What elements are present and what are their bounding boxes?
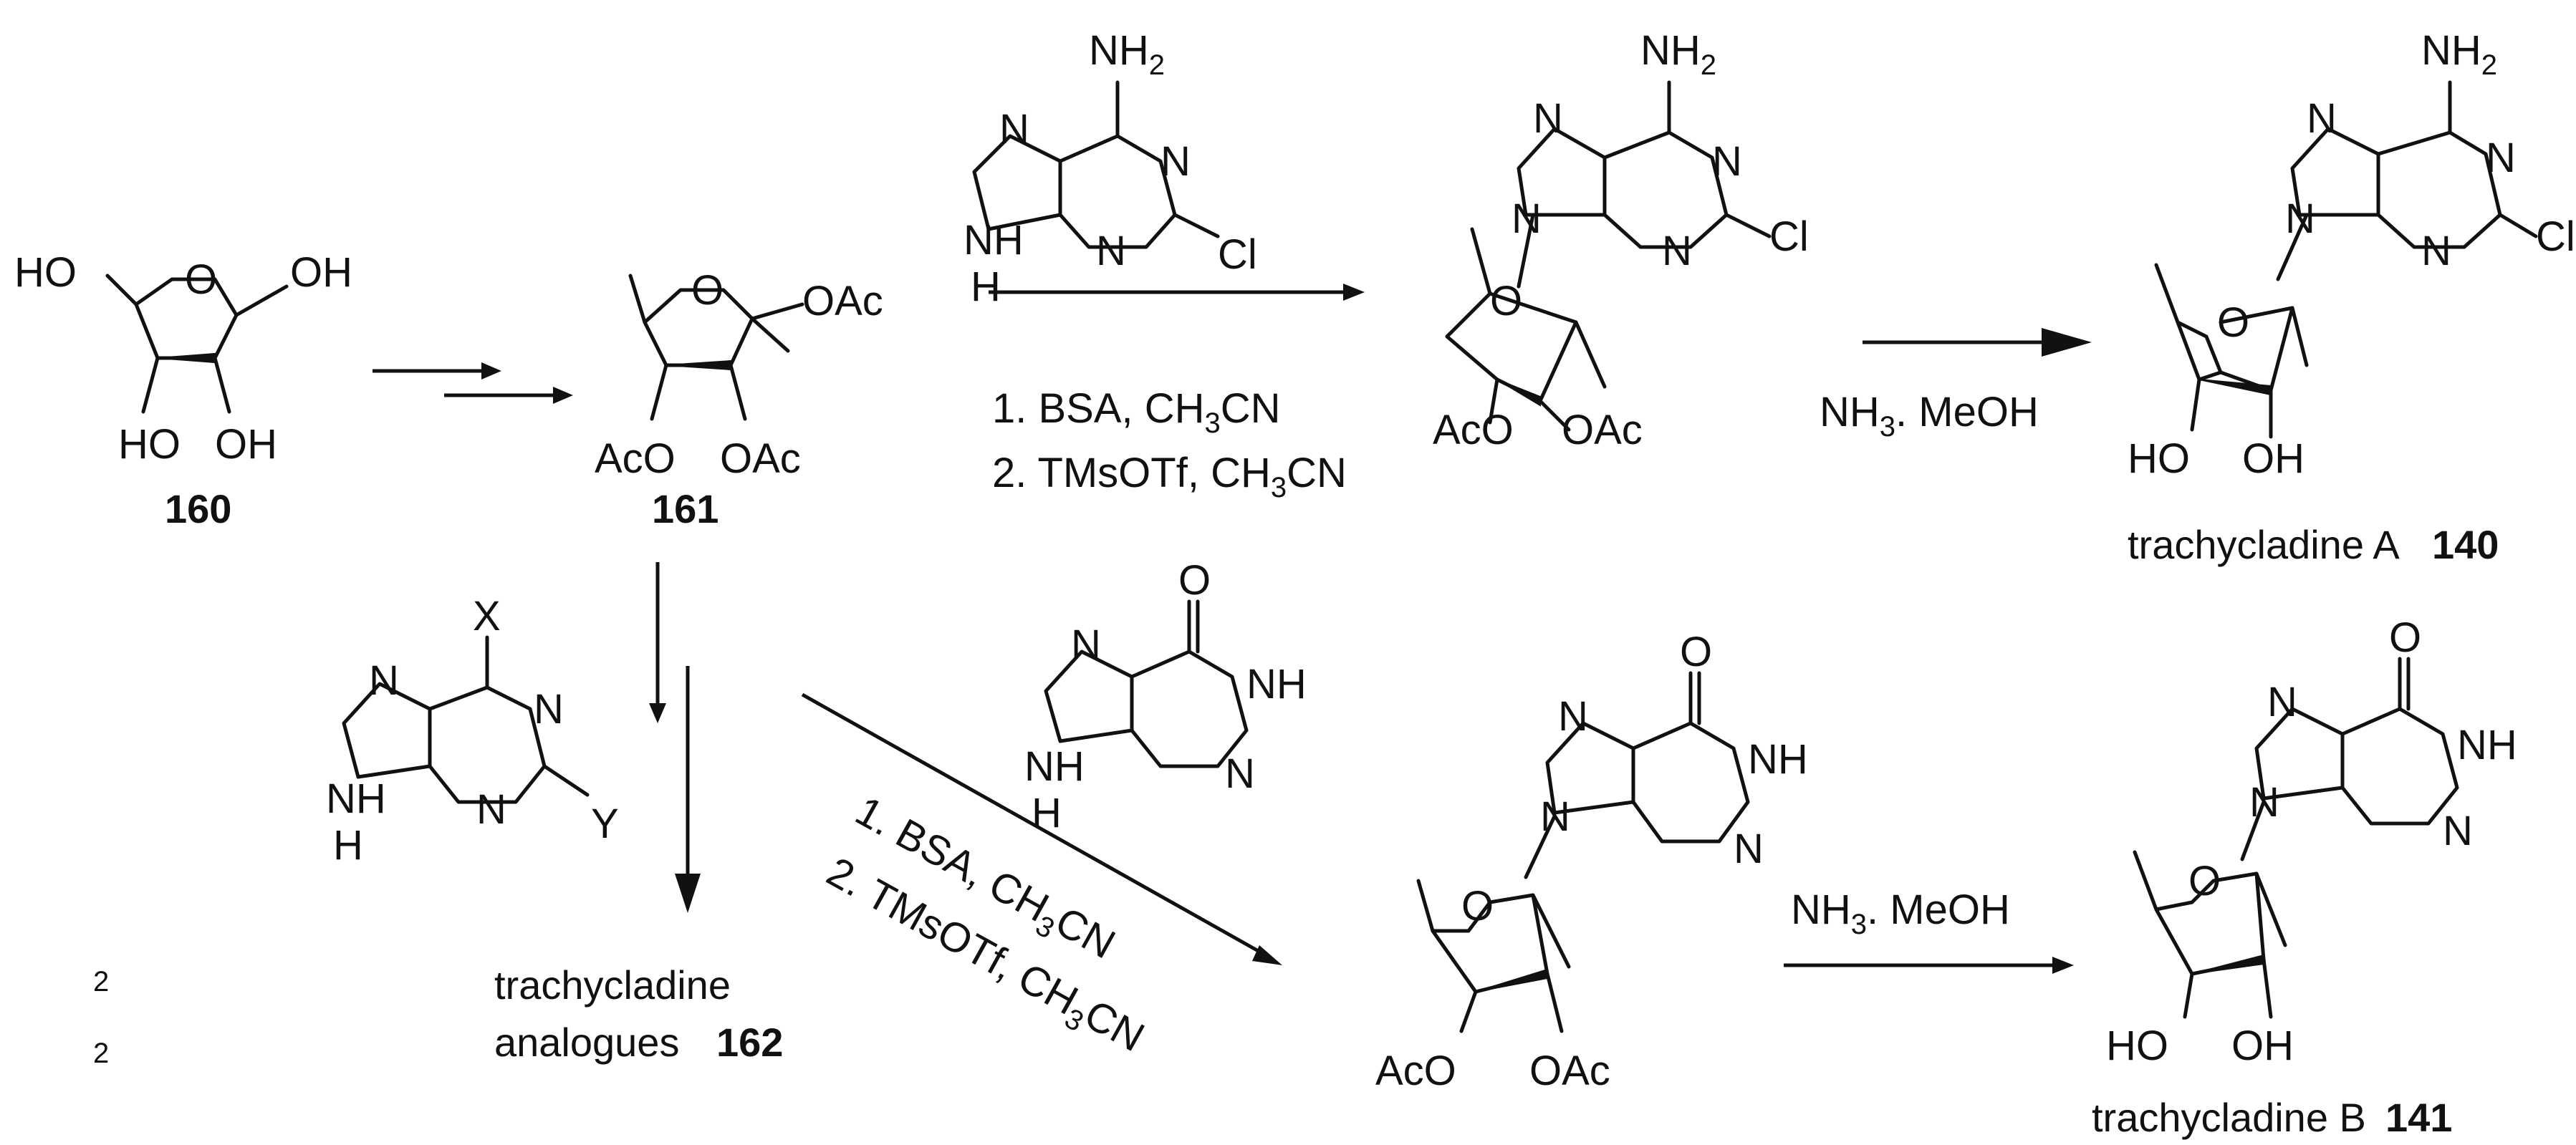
n-label: N (2421, 228, 2451, 274)
n-label: N (369, 657, 399, 704)
bottom-intermediate: O N NH N N O AcO OAc (1375, 629, 1808, 1094)
amine-label: NH2 (2421, 27, 2497, 81)
condition-step-2: 2. TMsOTf, CH3CN (992, 450, 1347, 503)
aco-label: AcO (1433, 407, 1514, 453)
x-substituents: 2 (93, 966, 109, 997)
n-label: N (1071, 622, 1101, 668)
amine-label: NH2 (1089, 27, 1165, 81)
n-label: N (2307, 95, 2337, 142)
aco-label-3: AcO (595, 435, 676, 482)
oh-label: OH (2231, 1023, 2294, 1069)
n-label: N (2249, 779, 2279, 826)
n-label: N (1096, 228, 1126, 274)
carbonyl-oxygen-label: O (1680, 629, 1712, 675)
ring-oxygen-label: O (1461, 883, 1494, 929)
compound-name-141: trachycladine B (2092, 1095, 2366, 1140)
compound-160: HO O OH HO OH 160 (14, 249, 352, 531)
arrow-160-to-161 (373, 362, 573, 404)
compound-name-140: trachycladine A (2128, 522, 2400, 567)
ring-oxygen-label: O (691, 267, 724, 314)
top-conditions: 1. BSA, CH3CN 2. TMsOTf, CH3CN (992, 385, 1347, 503)
compound-140: NH2 N N N N Cl O HO OH trachycladine A 1… (2128, 27, 2575, 567)
nh-label: NH (1748, 736, 1808, 783)
oh-label-1: OH (290, 249, 352, 296)
top-intermediate: NH2 N N N N Cl O AcO OAc (1433, 27, 1809, 453)
oac-label: OAc (1562, 407, 1643, 453)
compound-161: O OAc AcO OAc 161 (595, 267, 883, 531)
compound-number-162: 162 (716, 1020, 783, 1065)
compound-number-140: 140 (2432, 522, 2499, 567)
oac-label: OAc (1529, 1048, 1610, 1094)
ho-label-5: HO (14, 249, 77, 296)
n-label: N (1160, 138, 1191, 185)
nh-label: NH (326, 776, 386, 822)
n-label: N (999, 106, 1029, 153)
y-label: Y (591, 801, 619, 847)
cl-label: Cl (1218, 231, 1257, 278)
n-label: N (2486, 135, 2516, 181)
aco-label: AcO (1375, 1048, 1456, 1094)
top-base-2-chloroadenine: NH2 N N N NH H Cl (963, 27, 1257, 310)
h-label: H (1032, 790, 1062, 836)
arrow-161-to-nucleoside (989, 284, 1365, 301)
nh-label: NH (1024, 743, 1085, 790)
n-label: N (1712, 138, 1742, 185)
n-label: N (1540, 793, 1570, 840)
nh-label: NH (2457, 722, 2517, 768)
ho-label: HO (2128, 435, 2190, 482)
carbonyl-oxygen-label: O (2389, 614, 2421, 661)
oh-label-2: OH (215, 421, 277, 468)
n-label: N (2267, 679, 2297, 725)
n-label: N (1512, 195, 1542, 242)
analogues-line-2: analogues (494, 1020, 679, 1065)
arrow-deprotection-top: NH3. MeOH (1820, 328, 2092, 443)
analogues-line-1: trachycladine (494, 962, 731, 1008)
condition-step-1: 1. BSA, CH3CN (992, 385, 1281, 439)
arrow-161-to-162 (649, 562, 701, 913)
n-label: N (1558, 693, 1588, 740)
ring-oxygen-label: O (2217, 299, 2249, 346)
oac-label-1: OAc (802, 278, 883, 324)
n-label: N (1225, 750, 1255, 797)
cl-label: Cl (2536, 213, 2575, 260)
h-label: H (971, 264, 1001, 310)
oh-label: OH (2242, 435, 2305, 482)
n-label: N (1734, 826, 1764, 872)
n-label: N (534, 686, 564, 733)
n-label: N (1662, 228, 1692, 274)
oac-label-2: OAc (720, 435, 801, 482)
n-label: N (2443, 808, 2473, 854)
cl-label: Cl (1769, 213, 1809, 260)
n-label: N (1533, 95, 1563, 142)
compound-162: trachycladine analogues 162 (494, 962, 783, 1065)
hypoxanthine-base: O N NH N NH H (1024, 557, 1307, 836)
condition-ammonia: NH3. MeOH (1791, 886, 2010, 940)
compound-number-161: 161 (652, 486, 719, 531)
ring-oxygen-label: O (1490, 278, 1522, 324)
compound-number-160: 160 (165, 486, 231, 531)
ring-oxygen-label: O (2188, 858, 2221, 904)
arrow-deprotection-bottom: NH3. MeOH (1784, 886, 2074, 974)
compound-number-141: 141 (2385, 1095, 2452, 1140)
amine-label: NH2 (1640, 27, 1716, 81)
y-substituents: 2 (93, 1038, 109, 1069)
condition-ammonia: NH3. MeOH (1820, 389, 2039, 443)
x-label: X (473, 593, 501, 639)
nh-label: NH (1246, 661, 1307, 707)
nh-label: NH (963, 217, 1024, 264)
n-label: N (476, 786, 506, 833)
ho-label-3: HO (118, 421, 181, 468)
n-label: N (2285, 195, 2315, 242)
h-label: H (333, 822, 363, 869)
generic-purine-base: X N N N NH H Y 2 2 (93, 593, 619, 1069)
ho-label: HO (2106, 1023, 2168, 1069)
compound-141: O N NH N N O HO OH trachycladine B 141 (2092, 614, 2517, 1140)
ring-oxygen-label: O (185, 256, 217, 303)
carbonyl-oxygen-label: O (1178, 557, 1211, 604)
